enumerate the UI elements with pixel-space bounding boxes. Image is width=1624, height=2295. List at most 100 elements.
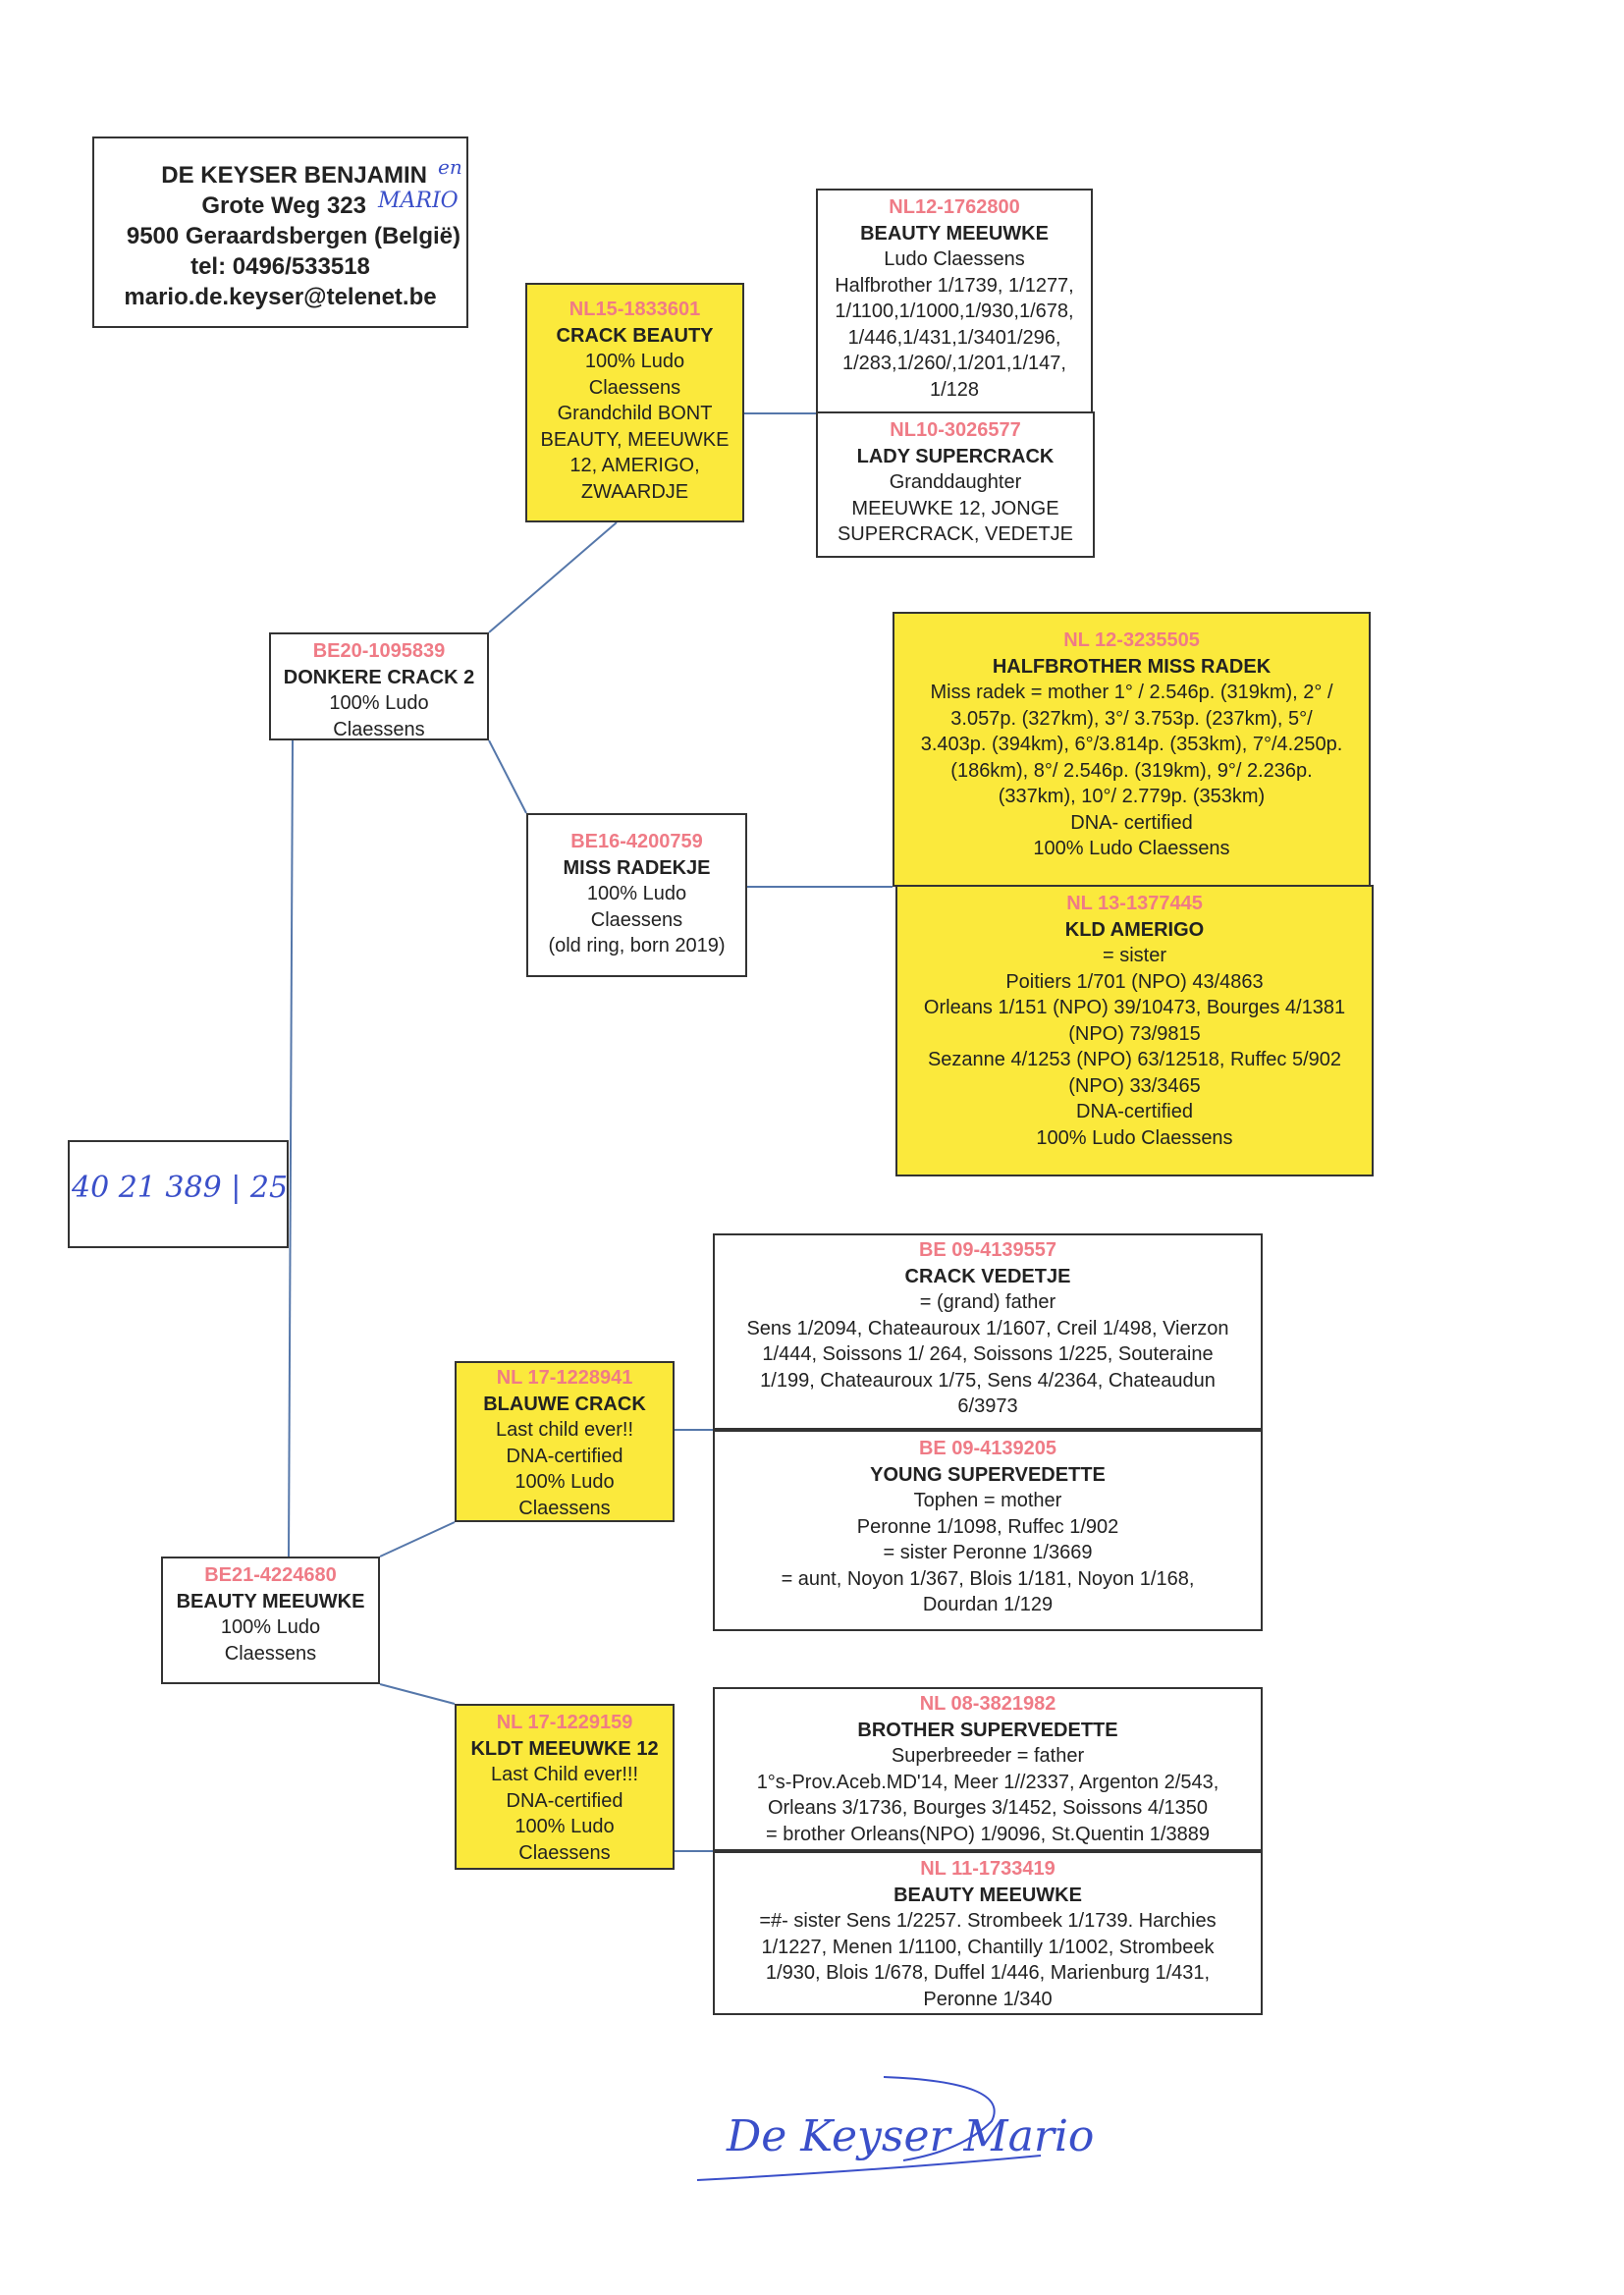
bird-info: MEEUWKE 12, JONGE: [820, 496, 1091, 522]
text-run: Grote Weg 323: [201, 192, 366, 219]
text-run: DNA-certified: [1076, 1101, 1193, 1122]
bird-info: BEAUTY, MEEUWKE: [529, 427, 740, 454]
bird-info: SUPERCRACK, VEDETJE: [820, 521, 1091, 548]
bird-info: (NPO) 73/9815: [899, 1021, 1370, 1048]
text-run: mario.de.keyser@telenet.be: [124, 284, 437, 310]
bird-info: Claessens: [529, 375, 740, 402]
text-run: NL 17-1228941: [496, 1367, 633, 1389]
connector-line: [488, 739, 527, 814]
text-run: DE KEYSER BENJAMIN: [161, 162, 427, 189]
bird-father: BE20-1095839 DONKERE CRACK 2 100% Ludo C…: [269, 632, 489, 740]
bird-info: = (grand) father: [717, 1289, 1259, 1316]
bird-name: BEAUTY MEEUWKE: [717, 1883, 1259, 1909]
ring-number: NL 17-1228941: [459, 1365, 671, 1392]
bird-info: 1/444, Soissons 1/ 264, Soissons 1/225, …: [717, 1341, 1259, 1368]
owner-contact-box: DE KEYSER BENJAMIN Grote Weg 323 9500 Ge…: [92, 137, 468, 328]
bird-info: Sezanne 4/1253 (NPO) 63/12518, Ruffec 5/…: [899, 1047, 1370, 1073]
bird-info: Peronne 1/340: [717, 1987, 1259, 2013]
text-run: BE 09-4139205: [918, 1438, 1057, 1459]
owner-phone: tel: 0496/533518: [100, 251, 460, 282]
text-run: (337km), 10°/ 2.779p. (353km): [998, 786, 1266, 807]
text-run: BROTHER SUPERVEDETTE: [857, 1719, 1118, 1741]
text-run: = (grand) father: [919, 1291, 1056, 1313]
bird-info: Peronne 1/1098, Ruffec 1/902: [717, 1514, 1259, 1541]
bird-fmf: NL 12-3235505 HALFBROTHER MISS RADEK Mis…: [893, 612, 1371, 887]
bird-info: 1/930, Blois 1/678, Duffel 1/446, Marien…: [717, 1960, 1259, 1987]
ring-number: NL12-1762800: [820, 194, 1089, 221]
text-run: = brother Orleans(NPO) 1/9096, St.Quenti…: [766, 1823, 1210, 1845]
bird-name: KLD AMERIGO: [899, 917, 1370, 944]
text-run: NL 08-3821982: [919, 1693, 1056, 1715]
bird-info: 100% Ludo: [529, 349, 740, 375]
text-run: Orleans 3/1736, Bourges 3/1452, Soissons…: [767, 1797, 1209, 1819]
bird-info: Grandchild BONT: [529, 401, 740, 427]
text-run: BLAUWE CRACK: [483, 1393, 646, 1415]
bird-name: BEAUTY MEEUWKE: [165, 1589, 376, 1615]
text-run: 1°s-Prov.Aceb.MD'14, Meer 1//2337, Argen…: [756, 1771, 1219, 1793]
bird-info: DNA-certified: [459, 1444, 671, 1470]
text-run: YOUNG SUPERVEDETTE: [870, 1463, 1106, 1486]
bird-mfm: BE 09-4139205 YOUNG SUPERVEDETTE Tophen …: [713, 1430, 1263, 1631]
bird-info: (186km), 8°/ 2.546p. (319km), 9°/ 2.236p…: [896, 758, 1367, 785]
bird-info: = aunt, Noyon 1/367, Blois 1/181, Noyon …: [717, 1566, 1259, 1593]
bird-info: Miss radek = mother 1° / 2.546p. (319km)…: [896, 680, 1367, 706]
text-run: 1/444, Soissons 1/ 264, Soissons 1/225, …: [762, 1343, 1214, 1365]
bird-fff: NL12-1762800 BEAUTY MEEUWKE Ludo Claesse…: [816, 189, 1093, 413]
signature: De Keyser Mario: [727, 2111, 1095, 2161]
signature-flourish: [696, 2076, 1042, 2181]
text-run: 1/199, Chateauroux 1/75, Sens 4/2364, Ch…: [760, 1369, 1216, 1392]
bird-info: 6/3973: [717, 1393, 1259, 1420]
text-run: Claessens: [590, 908, 683, 931]
bird-name: HALFBROTHER MISS RADEK: [896, 654, 1367, 681]
text-run: NL10-3026577: [890, 419, 1021, 441]
owner-email: mario.de.keyser@telenet.be: [100, 282, 460, 312]
text-run: NL 12-3235505: [1063, 629, 1200, 651]
ring-number: NL 17-1229159: [459, 1710, 671, 1736]
text-run: DNA- certified: [1070, 811, 1193, 834]
text-run: SUPERCRACK, VEDETJE: [837, 523, 1074, 545]
bird-mm: NL 17-1229159 KLDT MEEUWKE 12 Last Child…: [455, 1704, 675, 1870]
bird-info: 1/1227, Menen 1/1100, Chantilly 1/1002, …: [717, 1935, 1259, 1961]
text-run: MEEUWKE 12, JONGE: [851, 497, 1059, 519]
text-run: (NPO) 33/3465: [1068, 1074, 1201, 1097]
bird-info: 1/446,1/431,1/3401/296,: [820, 325, 1089, 352]
text-run: 100% Ludo: [514, 1816, 615, 1837]
connector-line: [379, 1683, 456, 1705]
bird-info: Superbreeder = father: [717, 1743, 1259, 1770]
bird-info: Claessens: [165, 1641, 376, 1667]
text-run: Claessens: [224, 1642, 317, 1665]
bird-info: DNA-certified: [459, 1788, 671, 1815]
bird-info: Claessens: [273, 717, 485, 743]
text-run: Sens 1/2094, Chateauroux 1/1607, Creil 1…: [746, 1317, 1229, 1339]
ring-number: NL 13-1377445: [899, 891, 1370, 917]
text-run: DNA-certified: [506, 1789, 623, 1812]
text-run: Orleans 1/151 (NPO) 39/10473, Bourges 4/…: [923, 997, 1346, 1018]
bird-info: Tophen = mother: [717, 1488, 1259, 1514]
text-run: KLDT MEEUWKE 12: [470, 1737, 659, 1760]
bird-name: BLAUWE CRACK: [459, 1392, 671, 1418]
ring-number: NL 12-3235505: [896, 628, 1367, 654]
bird-info: (337km), 10°/ 2.779p. (353km): [896, 784, 1367, 810]
bird-info: 1/1100,1/1000,1/930,1/678,: [820, 299, 1089, 325]
text-run: (186km), 8°/ 2.546p. (319km), 9°/ 2.236p…: [950, 759, 1313, 782]
handwritten-en: en: [438, 155, 462, 179]
text-run: Peronne 1/340: [923, 1988, 1053, 2010]
text-run: CRACK VEDETJE: [904, 1265, 1071, 1287]
bird-info: Claessens: [530, 907, 743, 934]
text-run: =#- sister Sens 1/2257. Strombeek 1/1739…: [759, 1910, 1217, 1932]
text-run: HALFBROTHER MISS RADEK: [992, 655, 1272, 678]
text-run: Halfbrother 1/1739, 1/1277,: [835, 274, 1074, 297]
text-run: = aunt, Noyon 1/367, Blois 1/181, Noyon …: [781, 1567, 1195, 1590]
ring-number: BE21-4224680: [165, 1562, 376, 1589]
text-run: Claessens: [518, 1497, 611, 1519]
text-run: Last Child ever!!!: [490, 1764, 639, 1785]
text-run: NL12-1762800: [889, 196, 1020, 218]
bird-name: BEAUTY MEEUWKE: [820, 221, 1089, 247]
bird-name: CRACK VEDETJE: [717, 1264, 1259, 1290]
bird-info: 100% Ludo: [273, 690, 485, 717]
bird-info: Claessens: [459, 1496, 671, 1522]
connector-line: [379, 1521, 456, 1557]
bird-info: DNA- certified: [896, 810, 1367, 837]
text-run: 100% Ludo: [586, 883, 687, 904]
text-run: Claessens: [518, 1841, 611, 1864]
